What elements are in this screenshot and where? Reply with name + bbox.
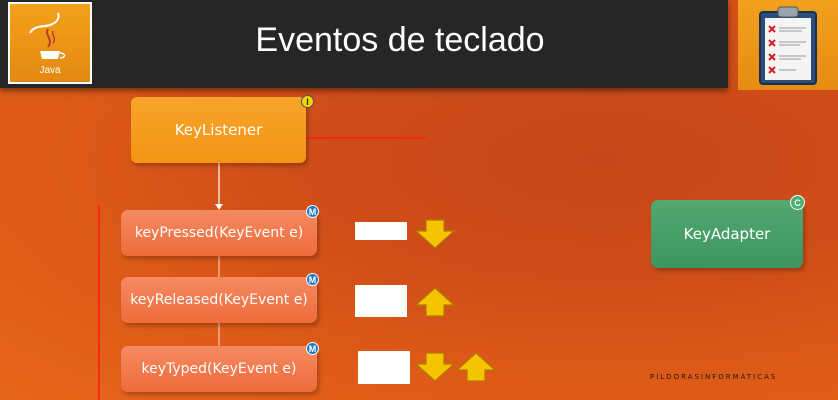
method-keyreleased-box: keyReleased(KeyEvent e) xyxy=(121,277,317,323)
interface-badge-icon: I xyxy=(301,95,314,108)
clipboard-checklist-icon xyxy=(759,6,817,85)
watermark-text: PÍLDORASINFORMÁTICAS xyxy=(650,373,778,381)
key-placeholder xyxy=(358,351,410,384)
keylistener-box: KeyListener xyxy=(131,97,306,163)
arrow-up-icon xyxy=(455,352,497,382)
java-logo: Java xyxy=(8,2,92,84)
connector-arrowhead xyxy=(215,204,223,210)
method-badge-icon: M xyxy=(306,273,319,286)
arrow-down-icon xyxy=(414,352,456,382)
keyadapter-label: KeyAdapter xyxy=(683,225,771,243)
method-label: keyReleased(KeyEvent e) xyxy=(130,292,308,308)
key-placeholder xyxy=(355,285,407,317)
method-keypressed-box: keyPressed(KeyEvent e) xyxy=(121,210,317,256)
java-cup-icon: Java xyxy=(29,12,66,76)
arrow-up-icon xyxy=(414,287,456,317)
arrow-down-icon xyxy=(414,219,456,249)
key-placeholder xyxy=(355,222,407,240)
svg-text:Java: Java xyxy=(39,65,61,76)
class-badge-icon: C xyxy=(790,195,805,210)
method-label: keyTyped(KeyEvent e) xyxy=(141,361,297,377)
keyadapter-box: KeyAdapter xyxy=(651,200,803,268)
method-keytyped-box: keyTyped(KeyEvent e) xyxy=(121,346,317,392)
clipboard-panel xyxy=(738,0,838,90)
keylistener-label: KeyListener xyxy=(174,121,263,139)
slide-title: Eventos de teclado xyxy=(255,20,545,59)
method-badge-icon: M xyxy=(306,205,319,218)
method-badge-icon: M xyxy=(306,342,319,355)
method-label: keyPressed(KeyEvent e) xyxy=(134,225,304,241)
header-bar xyxy=(0,0,728,88)
